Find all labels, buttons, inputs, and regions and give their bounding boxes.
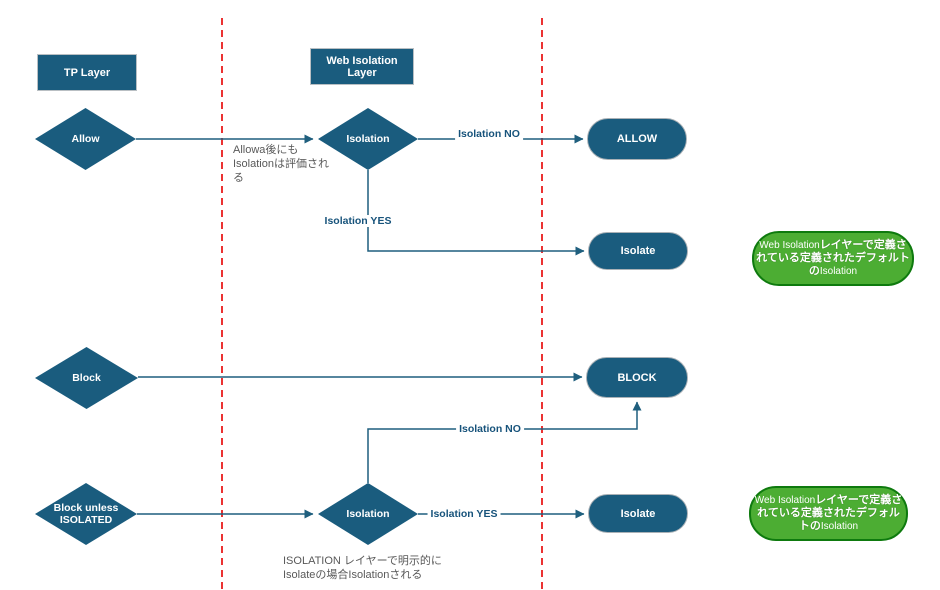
result-block: BLOCK bbox=[586, 357, 688, 398]
lane-header-tp-layer: TP Layer bbox=[37, 54, 137, 91]
result-isolate-top: Isolate bbox=[588, 232, 688, 270]
edge-label-isolation-no-bottom: Isolation NO bbox=[456, 423, 524, 435]
edge-label-isolation-yes-bottom: Isolation YES bbox=[427, 508, 501, 520]
result-isolate-bottom: Isolate bbox=[588, 494, 688, 533]
edge-label-isolation-no-top: Isolation NO bbox=[455, 128, 523, 140]
note-allow-evaluation: Allowa後にも Isolationは評価され る bbox=[233, 144, 329, 184]
decision-block-unless-isolated-label: Block unless ISOLATED bbox=[53, 502, 119, 526]
callout-default-isolation-bottom-text: Web Isolationレイヤーで定義されている定義されたデフォルトのIsol… bbox=[754, 494, 903, 532]
callout-default-isolation-top: Web Isolationレイヤーで定義されている定義されたデフォルトのIsol… bbox=[752, 231, 914, 286]
edge-isolation-no-to-block-result bbox=[367, 401, 642, 483]
note-isolation-explicit: ISOLATION レイヤーで明示的に Isolateの場合Isolationさ… bbox=[283, 555, 442, 581]
lane-header-web-isolation-layer: Web Isolation Layer bbox=[310, 48, 414, 85]
callout-default-isolation-top-text: Web Isolationレイヤーで定義されている定義されたデフォルトのIsol… bbox=[756, 239, 910, 277]
decision-isolation-bottom-label: Isolation bbox=[346, 508, 390, 520]
decision-block-label: Block bbox=[72, 372, 101, 384]
decision-isolation-top-label: Isolation bbox=[346, 133, 390, 145]
edge-isolation-yes-to-isolate bbox=[367, 170, 585, 256]
edge-label-isolation-yes-top: Isolation YES bbox=[321, 215, 395, 227]
decision-allow-label: Allow bbox=[71, 133, 100, 145]
result-allow: ALLOW bbox=[587, 118, 687, 160]
callout-default-isolation-bottom: Web Isolationレイヤーで定義されている定義されたデフォルトのIsol… bbox=[749, 486, 908, 541]
